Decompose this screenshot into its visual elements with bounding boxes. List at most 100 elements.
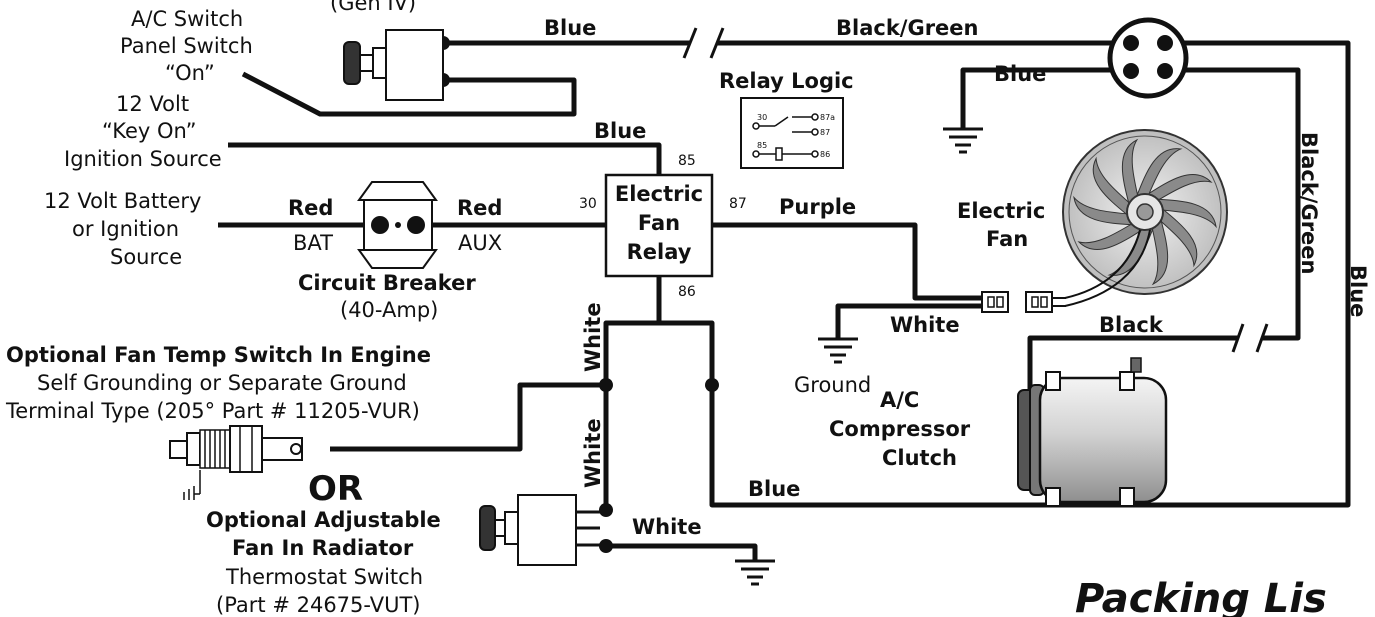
- compressor-label: Compressor: [829, 417, 971, 441]
- blue-wire-label: Blue: [748, 477, 800, 501]
- packing-list-heading: Packing Lis: [1075, 576, 1327, 617]
- white-wire-fan-ground: [835, 303, 982, 338]
- fan-blade: [1092, 156, 1133, 218]
- electric-fan-relay: [604, 173, 714, 278]
- black-wire-label: Black: [1099, 313, 1164, 337]
- electric-fan-icon: [1062, 129, 1228, 307]
- fan-blade: [1150, 216, 1169, 286]
- ac-switch-bushing: [372, 47, 387, 79]
- ac-switch-label: A/C Switch: [131, 7, 243, 31]
- black-green-wire-label: Black/Green: [1297, 132, 1321, 275]
- relay-logic-pin-86: 86: [820, 150, 830, 159]
- relay-coil-icon: [775, 147, 783, 161]
- relay-logic-pin-87a: 87a: [820, 113, 835, 122]
- relay-pin-86: 86: [678, 284, 696, 300]
- blue-wire-key-on: [228, 142, 662, 175]
- adjustable-switch-title: Optional Adjustable: [206, 508, 441, 532]
- breaker-bottom-tab: [357, 249, 438, 269]
- relay-logic-pin-87: 87: [820, 128, 830, 137]
- adjustable-switch-body: [517, 494, 577, 566]
- adjustable-switch-desc: Thermostat Switch: [225, 565, 423, 589]
- compressor-label: Clutch: [882, 446, 957, 470]
- fan-relay-label: Fan: [638, 211, 680, 235]
- red-wire-label: Red: [288, 196, 333, 220]
- purple-wire: [712, 222, 982, 301]
- ac-compressor-icon: [1017, 357, 1168, 507]
- relay-logic-title: Relay Logic: [719, 69, 854, 93]
- battery-label: or Ignition: [72, 217, 179, 241]
- temp-switch-wire: [330, 382, 606, 452]
- pressure-switch-connector: [1107, 17, 1189, 99]
- ground-symbols: [735, 127, 983, 586]
- fan-relay-box: [604, 173, 714, 278]
- breaker-top-tab: [357, 181, 438, 201]
- fan-blade: [1157, 206, 1198, 268]
- junction-dot: [599, 503, 613, 517]
- electric-fan-label: Fan: [986, 227, 1028, 251]
- junction-dot: [599, 539, 613, 553]
- wire-break-mark: [682, 27, 698, 59]
- relay-logic-pin-30: 30: [757, 113, 767, 122]
- white-wire-adjustable-ground: [606, 543, 758, 560]
- blue-wire-label: Blue: [1346, 265, 1370, 317]
- relay-pin-30: 30: [579, 196, 597, 212]
- wire-break-mark: [709, 27, 725, 59]
- blue-wire-pressure-ground: [960, 67, 1130, 128]
- black-green-wire-right: [1170, 67, 1301, 341]
- black-green-wire-label: Black/Green: [836, 16, 979, 40]
- ac-switch-label: “On”: [165, 61, 215, 85]
- engine-temp-switch-icon: [169, 425, 303, 500]
- temp-switch-desc: Self Grounding or Separate Ground: [37, 371, 407, 395]
- pressure-switch-ring: [1107, 17, 1189, 99]
- wires: [218, 27, 1351, 560]
- fan-blade: [1144, 173, 1213, 203]
- key-on-label: Ignition Source: [64, 147, 222, 171]
- temp-switch-desc: Terminal Type (205° Part # 11205-VUR): [5, 399, 420, 423]
- relay-logic-pin-85: 85: [757, 141, 767, 150]
- circuit-breaker: [357, 181, 438, 269]
- adjustable-switch-title: Fan In Radiator: [232, 536, 414, 560]
- adjustable-switch-knob-icon: [479, 505, 496, 551]
- white-wire-label: White: [581, 302, 605, 372]
- adjustable-switch-part: (Part # 24675-VUT): [216, 593, 421, 617]
- red-wire-label: Red: [457, 196, 502, 220]
- blue-wire-bottom: [659, 40, 1351, 508]
- fan-blade: [1077, 221, 1146, 251]
- fan-relay-label: Electric: [615, 182, 703, 206]
- fan-blade: [1134, 148, 1183, 200]
- electric-fan-label: Electric: [957, 199, 1045, 223]
- ac-switch-loop-wire: [241, 71, 577, 117]
- ground-label: Ground: [794, 373, 871, 397]
- blue-wire-label: Blue: [994, 62, 1046, 86]
- white-wire-label: White: [632, 515, 702, 539]
- ground-icon: [735, 559, 775, 586]
- ac-switch-body: [385, 29, 444, 101]
- junction-dot: [705, 378, 719, 392]
- battery-label: Source: [110, 245, 182, 269]
- aux-label: AUX: [458, 231, 502, 255]
- fan-relay-label: Relay: [627, 240, 692, 264]
- labels: (Gen IV) A/C Switch Panel Switch “On” 12…: [5, 0, 1370, 617]
- ac-switch-label: Panel Switch: [120, 34, 253, 58]
- wire-break-mark: [1255, 323, 1269, 353]
- wire-break-mark: [1231, 323, 1245, 353]
- junction-dot: [599, 378, 613, 392]
- fan-blade: [1153, 198, 1217, 229]
- ac-panel-switch: [343, 29, 444, 101]
- ground-icon: [818, 337, 858, 364]
- fan-blade: [1121, 138, 1140, 208]
- blue-wire-label: Blue: [544, 16, 596, 40]
- circuit-breaker-rating: (40-Amp): [340, 298, 438, 322]
- white-wire-label: White: [581, 418, 605, 488]
- or-label: OR: [308, 469, 363, 509]
- ac-switch-nut: [359, 54, 374, 72]
- purple-wire-label: Purple: [779, 195, 856, 219]
- ac-switch-knob-icon: [343, 41, 361, 85]
- blue-wire-label: Blue: [594, 119, 646, 143]
- bat-label: BAT: [293, 231, 333, 255]
- compressor-label: A/C: [880, 388, 919, 412]
- key-on-label: “Key On”: [102, 119, 197, 143]
- key-on-label: 12 Volt: [116, 92, 189, 116]
